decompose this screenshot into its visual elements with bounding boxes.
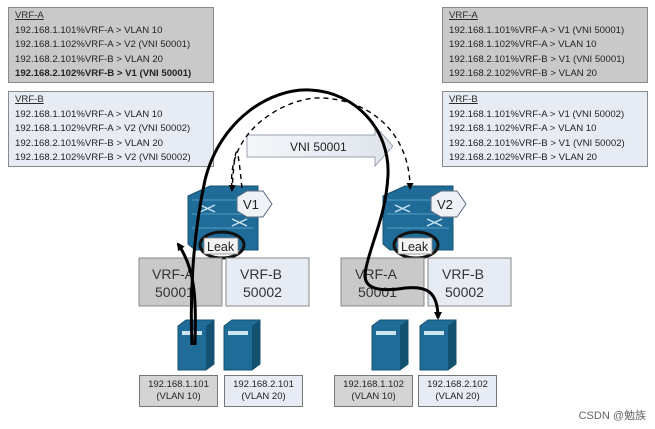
host-ip: 192.168.2.101: [233, 379, 294, 390]
host-label-h1: 192.168.1.101 (VLAN 10): [139, 375, 218, 407]
server-icon: [223, 319, 261, 371]
vrf-b-table-left: VRF-B 192.168.1.101%VRF-A > VLAN 10 192.1…: [8, 91, 214, 167]
table-row: 192.168.2.101%VRF-B > V1 (VNI 50001): [449, 53, 625, 65]
table-row: 192.168.2.102%VRF-B > VLAN 20: [449, 152, 597, 164]
server-icon: [371, 319, 409, 371]
table-row: 192.168.1.102%VRF-A > VLAN 10: [449, 39, 597, 51]
table-header: VRF-B: [449, 94, 478, 105]
table-header: VRF-A: [15, 10, 44, 21]
vrf-name: VRF-B: [240, 266, 282, 282]
host-ip: 192.168.2.102: [427, 379, 488, 390]
host-label-h4: 192.168.2.102 (VLAN 20): [418, 375, 497, 407]
leak-label-v2: Leak: [401, 240, 429, 254]
vtep-v2-label: V2: [437, 197, 453, 212]
vrf-name: VRF-A: [355, 266, 398, 282]
dashed-path-short: [228, 151, 243, 192]
vrf-b-box-v1: VRF-B 50002: [225, 257, 310, 307]
host-label-h2: 192.168.2.101 (VLAN 20): [224, 375, 303, 407]
host-vlan: (VLAN 10): [351, 391, 396, 402]
table-row: 192.168.1.101%VRF-A > VLAN 10: [15, 24, 163, 36]
host-ip: 192.168.1.101: [148, 379, 209, 390]
vrf-vni: 50002: [243, 284, 282, 300]
dashed-path: [231, 97, 414, 190]
table-row: 192.168.1.102%VRF-A > V2 (VNI 50002): [15, 123, 191, 135]
table-row: 192.168.2.101%VRF-B > VLAN 20: [15, 137, 163, 149]
watermark: CSDN @勉族: [578, 410, 646, 422]
server-icon: [419, 319, 457, 371]
vrf-a-box-v1: VRF-A 50001: [138, 257, 223, 307]
table-row: 192.168.2.102%VRF-B > V2 (VNI 50002): [15, 152, 191, 164]
table-row: 192.168.2.102%VRF-B > VLAN 20: [449, 68, 597, 80]
table-row: 192.168.1.102%VRF-A > V2 (VNI 50001): [15, 39, 191, 51]
table-row: 192.168.1.101%VRF-A > VLAN 10: [15, 108, 163, 120]
vrf-name: VRF-B: [442, 266, 484, 282]
vrf-b-box-v2: VRF-B 50002: [427, 257, 512, 307]
tunnel-label: VNI 50001: [290, 140, 347, 154]
traffic-path-branch: [176, 242, 197, 346]
vrf-a-table-right: VRF-A 192.168.1.101%VRF-A > V1 (VNI 5000…: [442, 7, 648, 83]
table-row: 192.168.2.101%VRF-B > V1 (VNI 50002): [449, 137, 625, 149]
table-header: VRF-A: [449, 10, 478, 21]
vrf-vni: 50001: [155, 284, 194, 300]
table-header: VRF-B: [15, 94, 44, 105]
vrf-vni: 50001: [358, 284, 397, 300]
host-vlan: (VLAN 20): [241, 391, 286, 402]
traffic-path: [189, 88, 442, 346]
leak-label-v1: Leak: [207, 240, 235, 254]
host-vlan: (VLAN 10): [156, 391, 201, 402]
vtep-switch-v1: V1 Leak: [187, 185, 273, 260]
vtep-switch-v2: V2 Leak: [382, 185, 467, 260]
table-row: 192.168.1.101%VRF-A > V1 (VNI 50002): [449, 108, 625, 120]
vrf-name: VRF-A: [152, 266, 195, 282]
vrf-a-table-left: VRF-A 192.168.1.101%VRF-A > VLAN 10 192.1…: [8, 7, 214, 83]
vrf-b-table-right: VRF-B 192.168.1.101%VRF-A > V1 (VNI 5000…: [442, 91, 648, 167]
host-vlan: (VLAN 20): [435, 391, 480, 402]
table-row: 192.168.2.102%VRF-B > V1 (VNI 50001): [15, 68, 192, 80]
table-row: 192.168.1.101%VRF-A > V1 (VNI 50001): [449, 24, 625, 36]
host-label-h3: 192.168.1.102 (VLAN 10): [334, 375, 413, 407]
vrf-vni: 50002: [445, 284, 484, 300]
vtep-v1-label: V1: [243, 197, 259, 212]
table-row: 192.168.2.101%VRF-B > VLAN 20: [15, 53, 163, 65]
vrf-a-box-v2: VRF-A 50001: [340, 257, 425, 307]
vni-tunnel-arrow: VNI 50001: [246, 124, 394, 168]
host-ip: 192.168.1.102: [343, 379, 404, 390]
table-row: 192.168.1.102%VRF-A > VLAN 10: [449, 123, 597, 135]
